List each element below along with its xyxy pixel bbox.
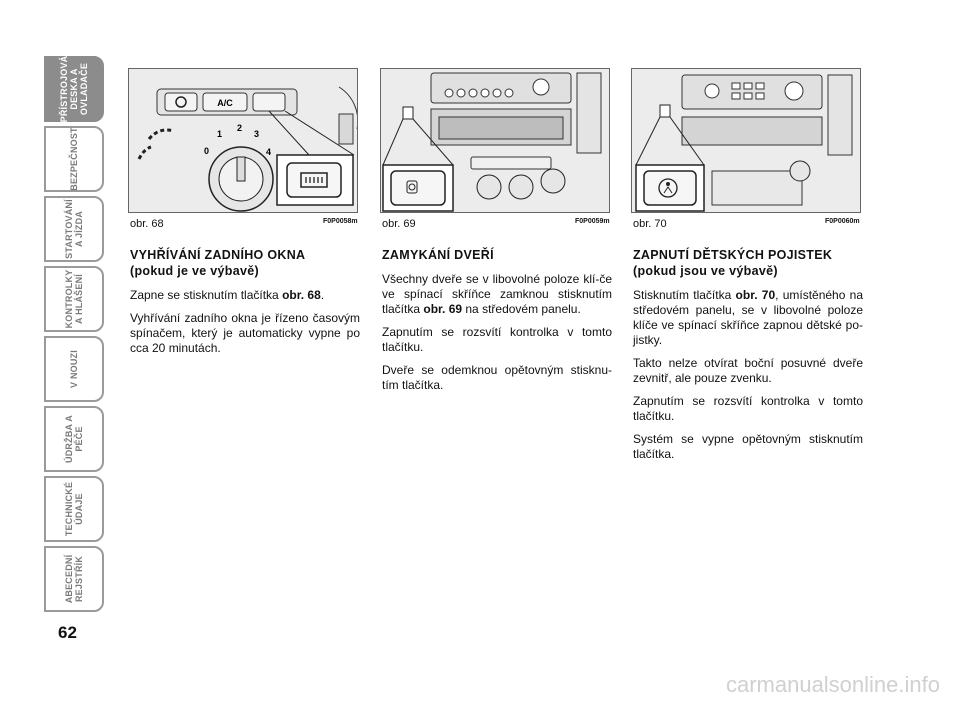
figure-70-code: F0P0060m: [825, 218, 860, 225]
svg-text:4: 4: [266, 147, 271, 157]
figure-70-caption: obr. 70: [633, 218, 667, 230]
ac-button-label: A/C: [217, 98, 233, 108]
page-number: 62: [58, 623, 77, 642]
svg-text:0: 0: [204, 146, 209, 156]
paragraph: Systém se vypne opětovným stisknutím tla…: [633, 432, 863, 461]
tab-bezpecnost[interactable]: BEZPEČNOST: [44, 126, 104, 192]
tab-startovani[interactable]: STARTOVÁNÍ A JÍZDA: [44, 196, 104, 262]
section-title: VYHŘÍVÁNÍ ZADNÍHO OKNA: [130, 248, 306, 262]
figure-70: [631, 68, 861, 213]
tab-abecedni-rejstrik[interactable]: ABECEDNÍ REJSTŘÍK: [44, 546, 104, 612]
figure-68: A/C 0 1 2 3 4: [128, 68, 358, 213]
section-title: ZAPNUTÍ DĚTSKÝCH POJISTEK: [633, 248, 833, 262]
paragraph: Zapnutím se rozsvítí kontrolka v tomto t…: [633, 394, 863, 423]
svg-text:2: 2: [237, 123, 242, 133]
paragraph: Vyhřívání zadního okna je řízeno časovým…: [130, 311, 360, 355]
paragraph: Všechny dveře se v libovolné poloze klí-…: [382, 272, 612, 316]
section-rear-window-heating: VYHŘÍVÁNÍ ZADNÍHO OKNA (pokud je ve výbav…: [130, 247, 360, 364]
section-child-safety-locks: ZAPNUTÍ DĚTSKÝCH POJISTEK (pokud jsou ve …: [633, 247, 863, 470]
tab-technicke-udaje[interactable]: TECHNICKÉ ÚDAJE: [44, 476, 104, 542]
paragraph: Dveře se odemknou opětovným stisknu-tím …: [382, 363, 612, 392]
watermark: carmanualsonline.info: [725, 672, 940, 697]
tab-kontrolky[interactable]: KONTROLKY A HLÁŠENÍ: [44, 266, 104, 332]
figure-68-caption: obr. 68: [130, 218, 164, 230]
figure-reference: obr. 70: [735, 288, 776, 302]
section-subtitle: (pokud je ve výbavě): [130, 264, 259, 278]
tab-pristrojova-deska[interactable]: PŘÍSTROJOVÁ DESKA A OVLADAČE: [44, 56, 104, 122]
paragraph: Zapnutím se rozsvítí kontrolka v tomto t…: [382, 325, 612, 354]
tab-udrzba[interactable]: ÚDRŽBA A PÉČE: [44, 406, 104, 472]
paragraph: Zapne se stisknutím tlačítka obr. 68.: [130, 288, 325, 302]
svg-text:3: 3: [254, 129, 259, 139]
section-title: ZAMYKÁNÍ DVEŘÍ: [382, 248, 494, 262]
paragraph: Stisknutím tlačítka obr. 70, umístěného …: [633, 288, 864, 347]
svg-text:1: 1: [217, 129, 222, 139]
figure-69-caption: obr. 69: [382, 218, 416, 230]
tab-v-nouzi[interactable]: V NOUZI: [44, 336, 104, 402]
section-subtitle: (pokud jsou ve výbavě): [633, 264, 778, 278]
figure-reference: obr. 68: [282, 288, 321, 302]
section-door-locking: ZAMYKÁNÍ DVEŘÍ Všechny dveře se v libovo…: [382, 247, 612, 401]
figure-68-code: F0P0058m: [323, 218, 358, 225]
paragraph: Takto nelze otvírat boční posuvné dveře …: [633, 356, 863, 385]
figure-reference: obr. 69: [423, 302, 463, 316]
figure-69-code: F0P0059m: [575, 218, 610, 225]
figure-69: [380, 68, 610, 213]
